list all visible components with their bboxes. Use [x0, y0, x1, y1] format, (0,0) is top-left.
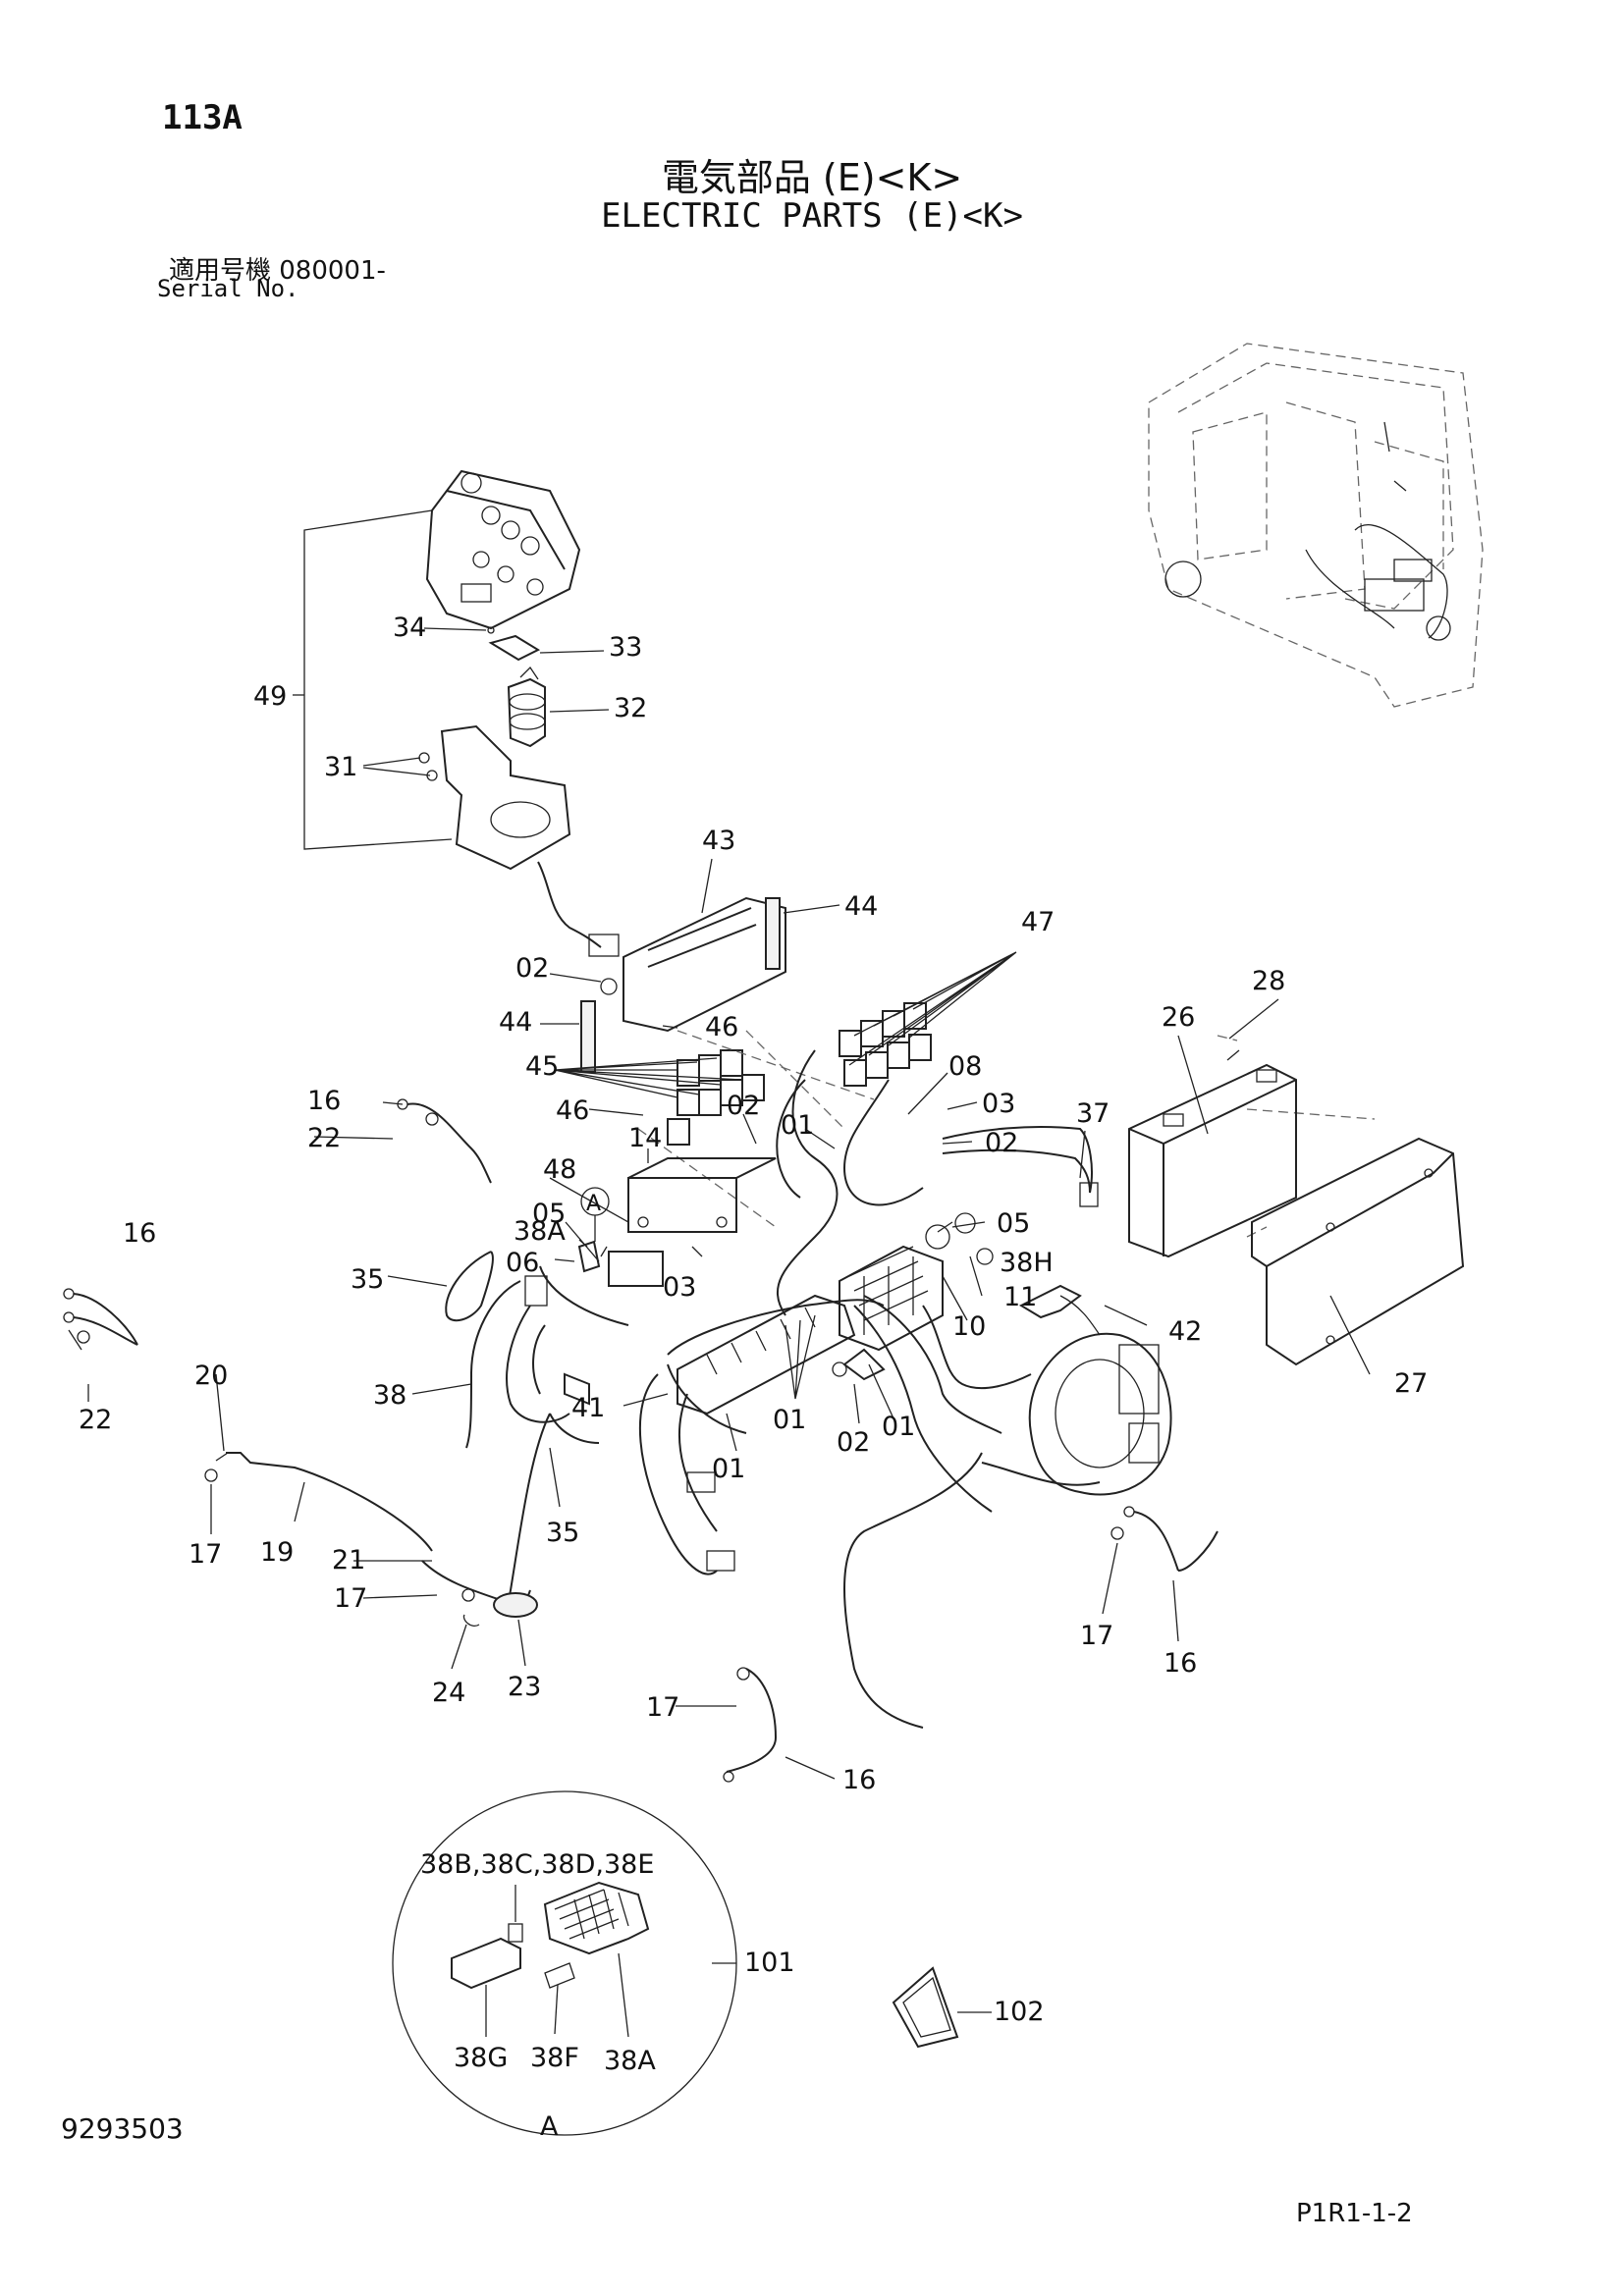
detail-view-label: A — [540, 2111, 559, 2142]
callout-label: 10 — [952, 1311, 986, 1342]
callout-label-38A: 38A — [604, 2046, 656, 2076]
detail-parts-label: 38B,38C,38D,38E — [420, 1849, 654, 1880]
callout-label: 38A — [514, 1216, 566, 1247]
serial-label-japanese: 適用号機 080001- — [169, 256, 386, 286]
callout-label: 41 — [571, 1393, 605, 1423]
controller-unit — [1128, 1049, 1297, 1258]
callout-label: 46 — [556, 1095, 589, 1126]
relay-board — [580, 896, 786, 1073]
connector-cover-38G — [451, 1937, 521, 1990]
callout-label: 46 — [705, 1012, 738, 1042]
callout-label: 02 — [727, 1091, 760, 1121]
relay-cluster-47 — [839, 1002, 932, 1087]
connector-38A — [543, 1881, 650, 1955]
callout-label: 28 — [1252, 966, 1285, 996]
callout-label: 16 — [1164, 1648, 1197, 1679]
callout-label: 37 — [1076, 1098, 1110, 1129]
callout-label: 19 — [260, 1537, 294, 1568]
callout-label: 01 — [882, 1412, 915, 1442]
callout-label: 01 — [781, 1110, 814, 1141]
ground-cable-16-b — [63, 1288, 138, 1346]
callout-label: 23 — [508, 1672, 541, 1702]
callout-label: 01 — [712, 1454, 745, 1484]
callout-label-38G: 38G — [454, 2043, 508, 2073]
callout-label: 08 — [948, 1051, 982, 1082]
callout-label: 16 — [123, 1218, 156, 1249]
cab-inset-drawing — [1148, 343, 1484, 708]
callout-label: 20 — [194, 1361, 228, 1391]
callout-label: 17 — [1080, 1621, 1113, 1651]
page-code: 113A — [162, 98, 243, 137]
callout-label: 06 — [506, 1248, 539, 1278]
cable-38 — [465, 1275, 600, 1610]
callout-label: 01 — [773, 1405, 806, 1435]
callout-label: 27 — [1394, 1368, 1428, 1399]
callout-label: 16 — [307, 1086, 341, 1116]
callout-label: 43 — [702, 826, 735, 856]
callout-label: 17 — [189, 1539, 222, 1570]
callout-label: 03 — [982, 1089, 1015, 1119]
callout-label: 38 — [373, 1380, 406, 1411]
callout-label: 44 — [844, 891, 878, 922]
callout-label: 05 — [997, 1208, 1030, 1239]
main-harness — [539, 1049, 1172, 1729]
controller-cover — [1251, 1137, 1465, 1366]
callout-label: 45 — [525, 1051, 559, 1082]
callout-label: 02 — [837, 1427, 870, 1458]
callout-label: 33 — [609, 632, 642, 663]
page-reference: P1R1-1-2 — [1296, 2199, 1413, 2228]
warning-label-102: 102 — [892, 1966, 1045, 2049]
callout-label: 42 — [1168, 1316, 1202, 1347]
callout-label: 14 — [628, 1123, 662, 1153]
callout-label: A — [586, 1192, 601, 1216]
callout-label: 31 — [324, 752, 357, 782]
callout-label: 44 — [499, 1007, 532, 1038]
callout-label: 17 — [646, 1692, 679, 1723]
callout-label-101: 101 — [744, 1948, 795, 1978]
callout-label: 02 — [515, 953, 549, 984]
callout-label: 38H — [1000, 1248, 1054, 1278]
callout-label-38F: 38F — [530, 2043, 579, 2073]
relay-cluster-45 — [667, 1049, 765, 1146]
callout-labels: 34 33 32 31 49 43 44 47 02 44 46 45 46 2… — [79, 613, 1428, 1795]
serial-label-english: Serial No. — [157, 275, 299, 302]
callout-label-102: 102 — [994, 1997, 1045, 2027]
callout-label: 24 — [432, 1678, 465, 1708]
fuse-box — [839, 1245, 944, 1352]
callout-label: 22 — [307, 1123, 341, 1153]
callout-label: 32 — [614, 693, 647, 723]
callout-label: 35 — [546, 1518, 579, 1548]
switch-panel-assembly — [418, 469, 620, 957]
page-title-english: ELECTRIC PARTS (E)<K> — [601, 196, 1023, 236]
detail-view-a: 38B,38C,38D,38E 101 38G 38F 38A A — [392, 1790, 795, 2142]
callout-label: 17 — [334, 1583, 367, 1614]
callout-label: 22 — [79, 1405, 112, 1435]
detail-circle — [392, 1790, 737, 2136]
ground-cable-16-a — [397, 1098, 492, 1184]
ground-cable-16-d — [723, 1667, 778, 1783]
callout-label: 47 — [1021, 907, 1055, 937]
callout-label: 02 — [985, 1128, 1018, 1158]
page-title-japanese: 電気部品 (E)<K> — [661, 156, 963, 199]
callout-label: 26 — [1162, 1002, 1195, 1033]
terminal-38B-38E — [508, 1923, 523, 1943]
ground-cable-16-c — [1110, 1506, 1218, 1572]
callout-label: 03 — [663, 1272, 696, 1303]
callout-label: 21 — [332, 1545, 365, 1575]
callout-label: 05 — [532, 1199, 566, 1229]
document-number: 9293503 — [61, 2112, 184, 2145]
leader-lines — [68, 627, 1371, 1780]
callout-label: 35 — [351, 1264, 384, 1295]
callout-label: 16 — [842, 1765, 876, 1795]
callout-label: 34 — [393, 613, 426, 643]
callout-bracket-49 — [293, 509, 453, 850]
battery-cable-19 — [204, 1452, 538, 1627]
terminal-38F — [544, 1962, 575, 1989]
callout-label: 49 — [253, 681, 287, 712]
cable-35-upper — [445, 1251, 494, 1322]
callout-label: 11 — [1003, 1282, 1037, 1312]
callout-label: 48 — [543, 1154, 576, 1185]
